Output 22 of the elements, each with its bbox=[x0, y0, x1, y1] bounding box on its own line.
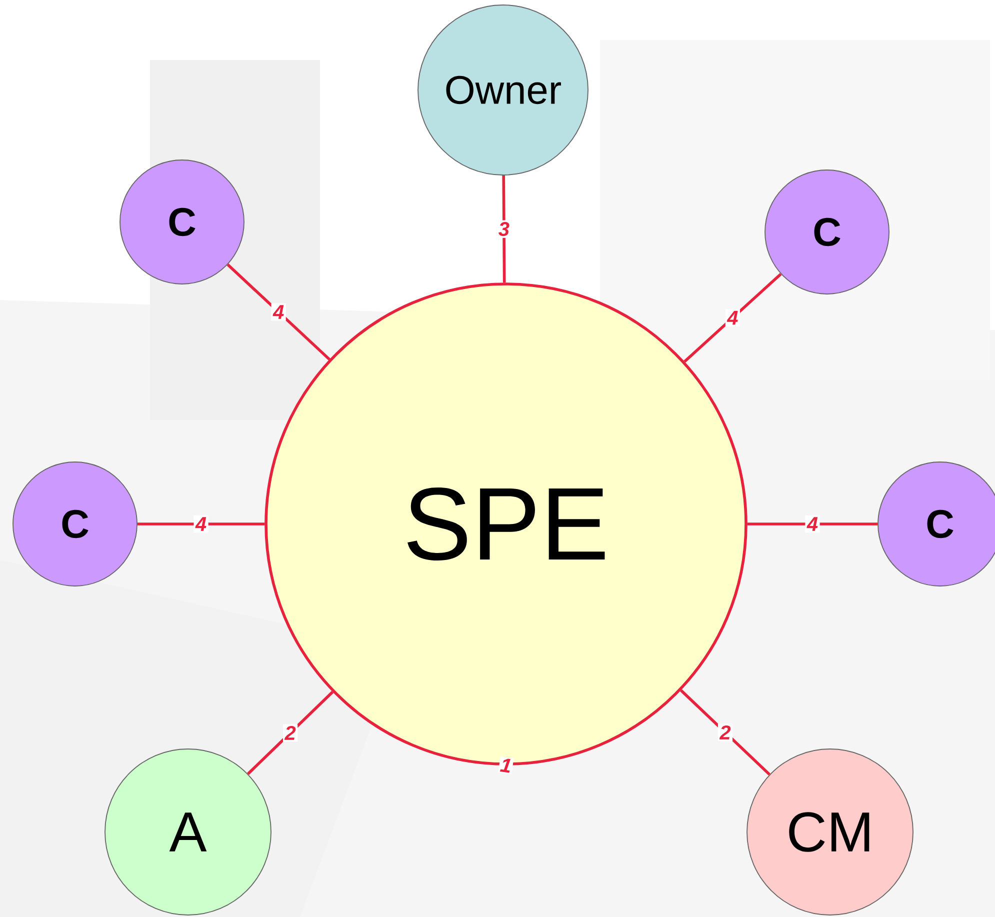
connector-line bbox=[226, 264, 330, 360]
connector-line bbox=[502, 175, 506, 283]
circle-node: C bbox=[120, 160, 244, 284]
connector-line bbox=[137, 522, 265, 526]
circle-node: C bbox=[878, 462, 995, 586]
connector-line bbox=[680, 689, 770, 776]
connector-line bbox=[747, 522, 878, 526]
circle-node: CM bbox=[746, 748, 914, 916]
edge-label: 3 bbox=[498, 222, 510, 236]
circle-node: C bbox=[764, 170, 890, 294]
edge-label: 4 bbox=[272, 305, 284, 319]
circle-node: Owner bbox=[418, 4, 588, 176]
edge-label: 2 bbox=[719, 725, 731, 740]
edge-label: 2 bbox=[284, 726, 296, 740]
connector-line bbox=[246, 690, 334, 775]
circle-node: A bbox=[104, 748, 272, 916]
circle-node: C bbox=[12, 462, 138, 586]
edge-label: 4 bbox=[726, 310, 738, 325]
border-label: 1 bbox=[498, 756, 514, 774]
connector-line bbox=[684, 272, 782, 363]
edge-label: 4 bbox=[806, 517, 818, 531]
edge-label: 4 bbox=[195, 517, 206, 531]
